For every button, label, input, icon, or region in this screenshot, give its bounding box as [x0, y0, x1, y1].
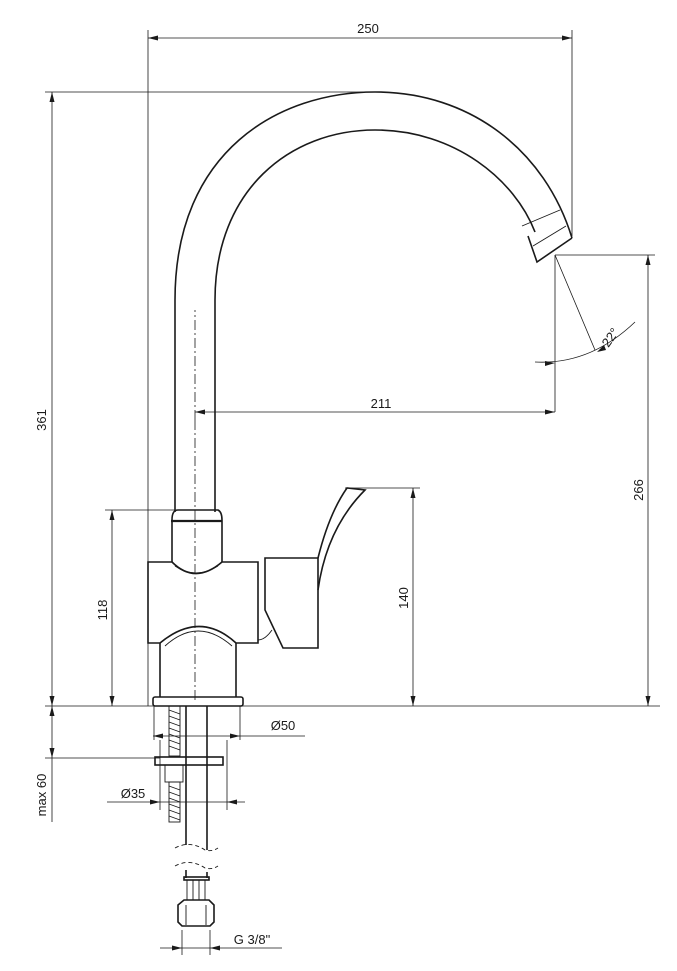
- dim-body-height: 118: [95, 600, 110, 621]
- spout: [174, 91, 573, 512]
- dim-lever-height: 140: [396, 587, 411, 609]
- dimension-lines: [45, 30, 660, 955]
- mounting-parts: [154, 705, 224, 927]
- dim-overall-reach: 250: [357, 21, 379, 36]
- lever-handle: [257, 487, 367, 649]
- dim-connection-thread: G 3/8": [234, 932, 271, 947]
- dimension-labels: 250 361 266 211 118 140 Ø50 Ø35 max 60 G…: [34, 21, 646, 947]
- dim-spout-reach: 211: [371, 396, 392, 411]
- dim-overall-height: 361: [34, 409, 49, 431]
- dim-max-deck-thickness: max 60: [34, 774, 49, 817]
- dim-hole-diameter: Ø35: [121, 786, 146, 801]
- dim-spout-outlet-height: 266: [631, 479, 646, 501]
- dim-base-diameter: Ø50: [271, 718, 296, 733]
- faucet-body: [147, 420, 259, 707]
- dim-outlet-angle: 22°: [599, 325, 623, 350]
